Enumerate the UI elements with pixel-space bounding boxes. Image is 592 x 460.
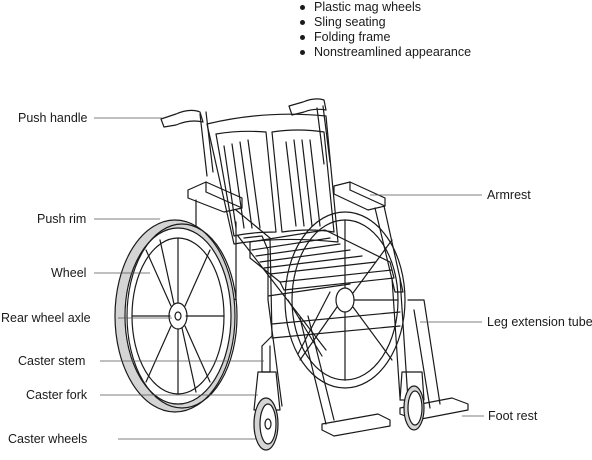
label-caster-stem: Caster stem [18,354,86,368]
backrest [199,105,339,245]
leader-lines [94,117,484,440]
far-rear-wheel [284,211,406,389]
seat [249,229,395,291]
label-leg-extension-tube: Leg extension tube [487,315,592,329]
right-push-handle [288,98,327,116]
near-caster [253,345,281,451]
label-push-rim: Push rim [37,212,87,226]
feature-item: Plastic mag wheels [296,0,471,15]
label-push-handle: Push handle [18,111,88,125]
right-armrest [333,181,404,293]
feature-list: Plastic mag wheels Sling seating Folding… [296,0,471,60]
left-push-handle [160,109,204,128]
right-foot-rest [399,397,469,421]
feature-item: Folding frame [296,30,471,45]
label-armrest: Armrest [487,188,531,202]
label-wheel: Wheel [51,266,87,280]
feature-item: Sling seating [296,15,471,30]
near-rear-wheel [114,219,238,413]
leg-extension-tubes [299,299,441,425]
label-caster-wheels: Caster wheels [8,432,88,446]
far-caster [399,371,425,431]
label-foot-rest: Foot rest [488,409,538,423]
feature-item: Nonstreamlined appearance [296,45,471,60]
label-rear-wheel-axle: Rear wheel axle [1,311,91,325]
left-foot-rest [321,413,391,437]
label-caster-fork: Caster fork [26,388,88,402]
